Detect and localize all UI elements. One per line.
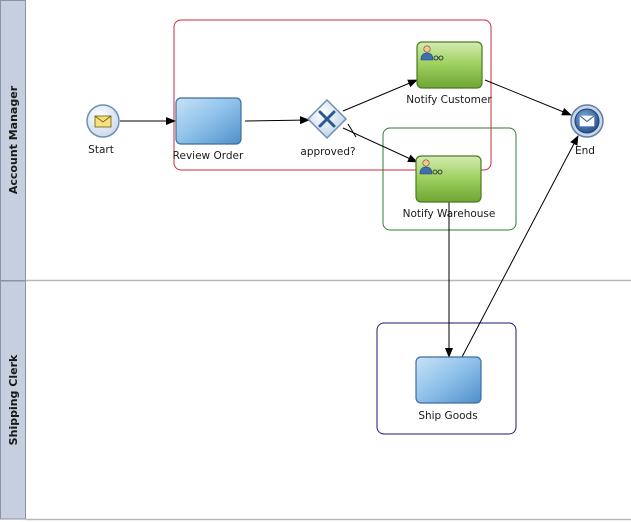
user-task-notify-customer[interactable]: Notify Customer (406, 41, 492, 106)
flow-approved-to-notify-warehouse[interactable] (342, 127, 418, 163)
flow-ship-goods-to-end[interactable] (461, 135, 579, 358)
lane-label-account-manager: Account Manager (7, 85, 20, 194)
envelope-icon (94, 115, 112, 128)
group-navy[interactable] (376, 322, 517, 435)
node-label-approved: approved? (300, 146, 355, 158)
gateway-approved[interactable]: approved? (300, 98, 356, 158)
node-label-start: Start (88, 144, 114, 156)
envelope-icon (579, 115, 595, 127)
x-icon (318, 110, 336, 128)
end-event[interactable]: End (570, 104, 604, 157)
lane-label-shipping-clerk: Shipping Clerk (7, 354, 20, 445)
swimlane-account-manager: Account Manager (0, 0, 631, 281)
sequence-flows (120, 79, 579, 358)
task-review-order[interactable]: Review Order (173, 97, 244, 162)
flow-approved-to-notify-customer[interactable] (342, 79, 418, 112)
node-label-ship-goods: Ship Goods (418, 410, 477, 422)
group-red[interactable] (173, 19, 492, 171)
user-icon (420, 45, 444, 61)
task-ship-goods[interactable]: Ship Goods (415, 356, 482, 422)
flow-review-order-to-approved[interactable] (244, 116, 310, 125)
node-label-review-order: Review Order (173, 150, 244, 162)
lane-header (0, 280, 26, 520)
node-label-notify-customer: Notify Customer (406, 94, 492, 106)
node-label-notify-warehouse: Notify Warehouse (403, 208, 496, 220)
default-flow-marker (347, 123, 357, 138)
start-event[interactable]: Start (86, 104, 120, 156)
user-task-notify-warehouse[interactable]: Notify Warehouse (403, 155, 496, 220)
lane-header (0, 0, 26, 281)
swimlane-shipping-clerk: Shipping Clerk (0, 280, 26, 520)
flow-notify-customer-to-end[interactable] (484, 79, 572, 116)
node-label-end: End (575, 145, 595, 157)
user-icon (419, 159, 443, 175)
